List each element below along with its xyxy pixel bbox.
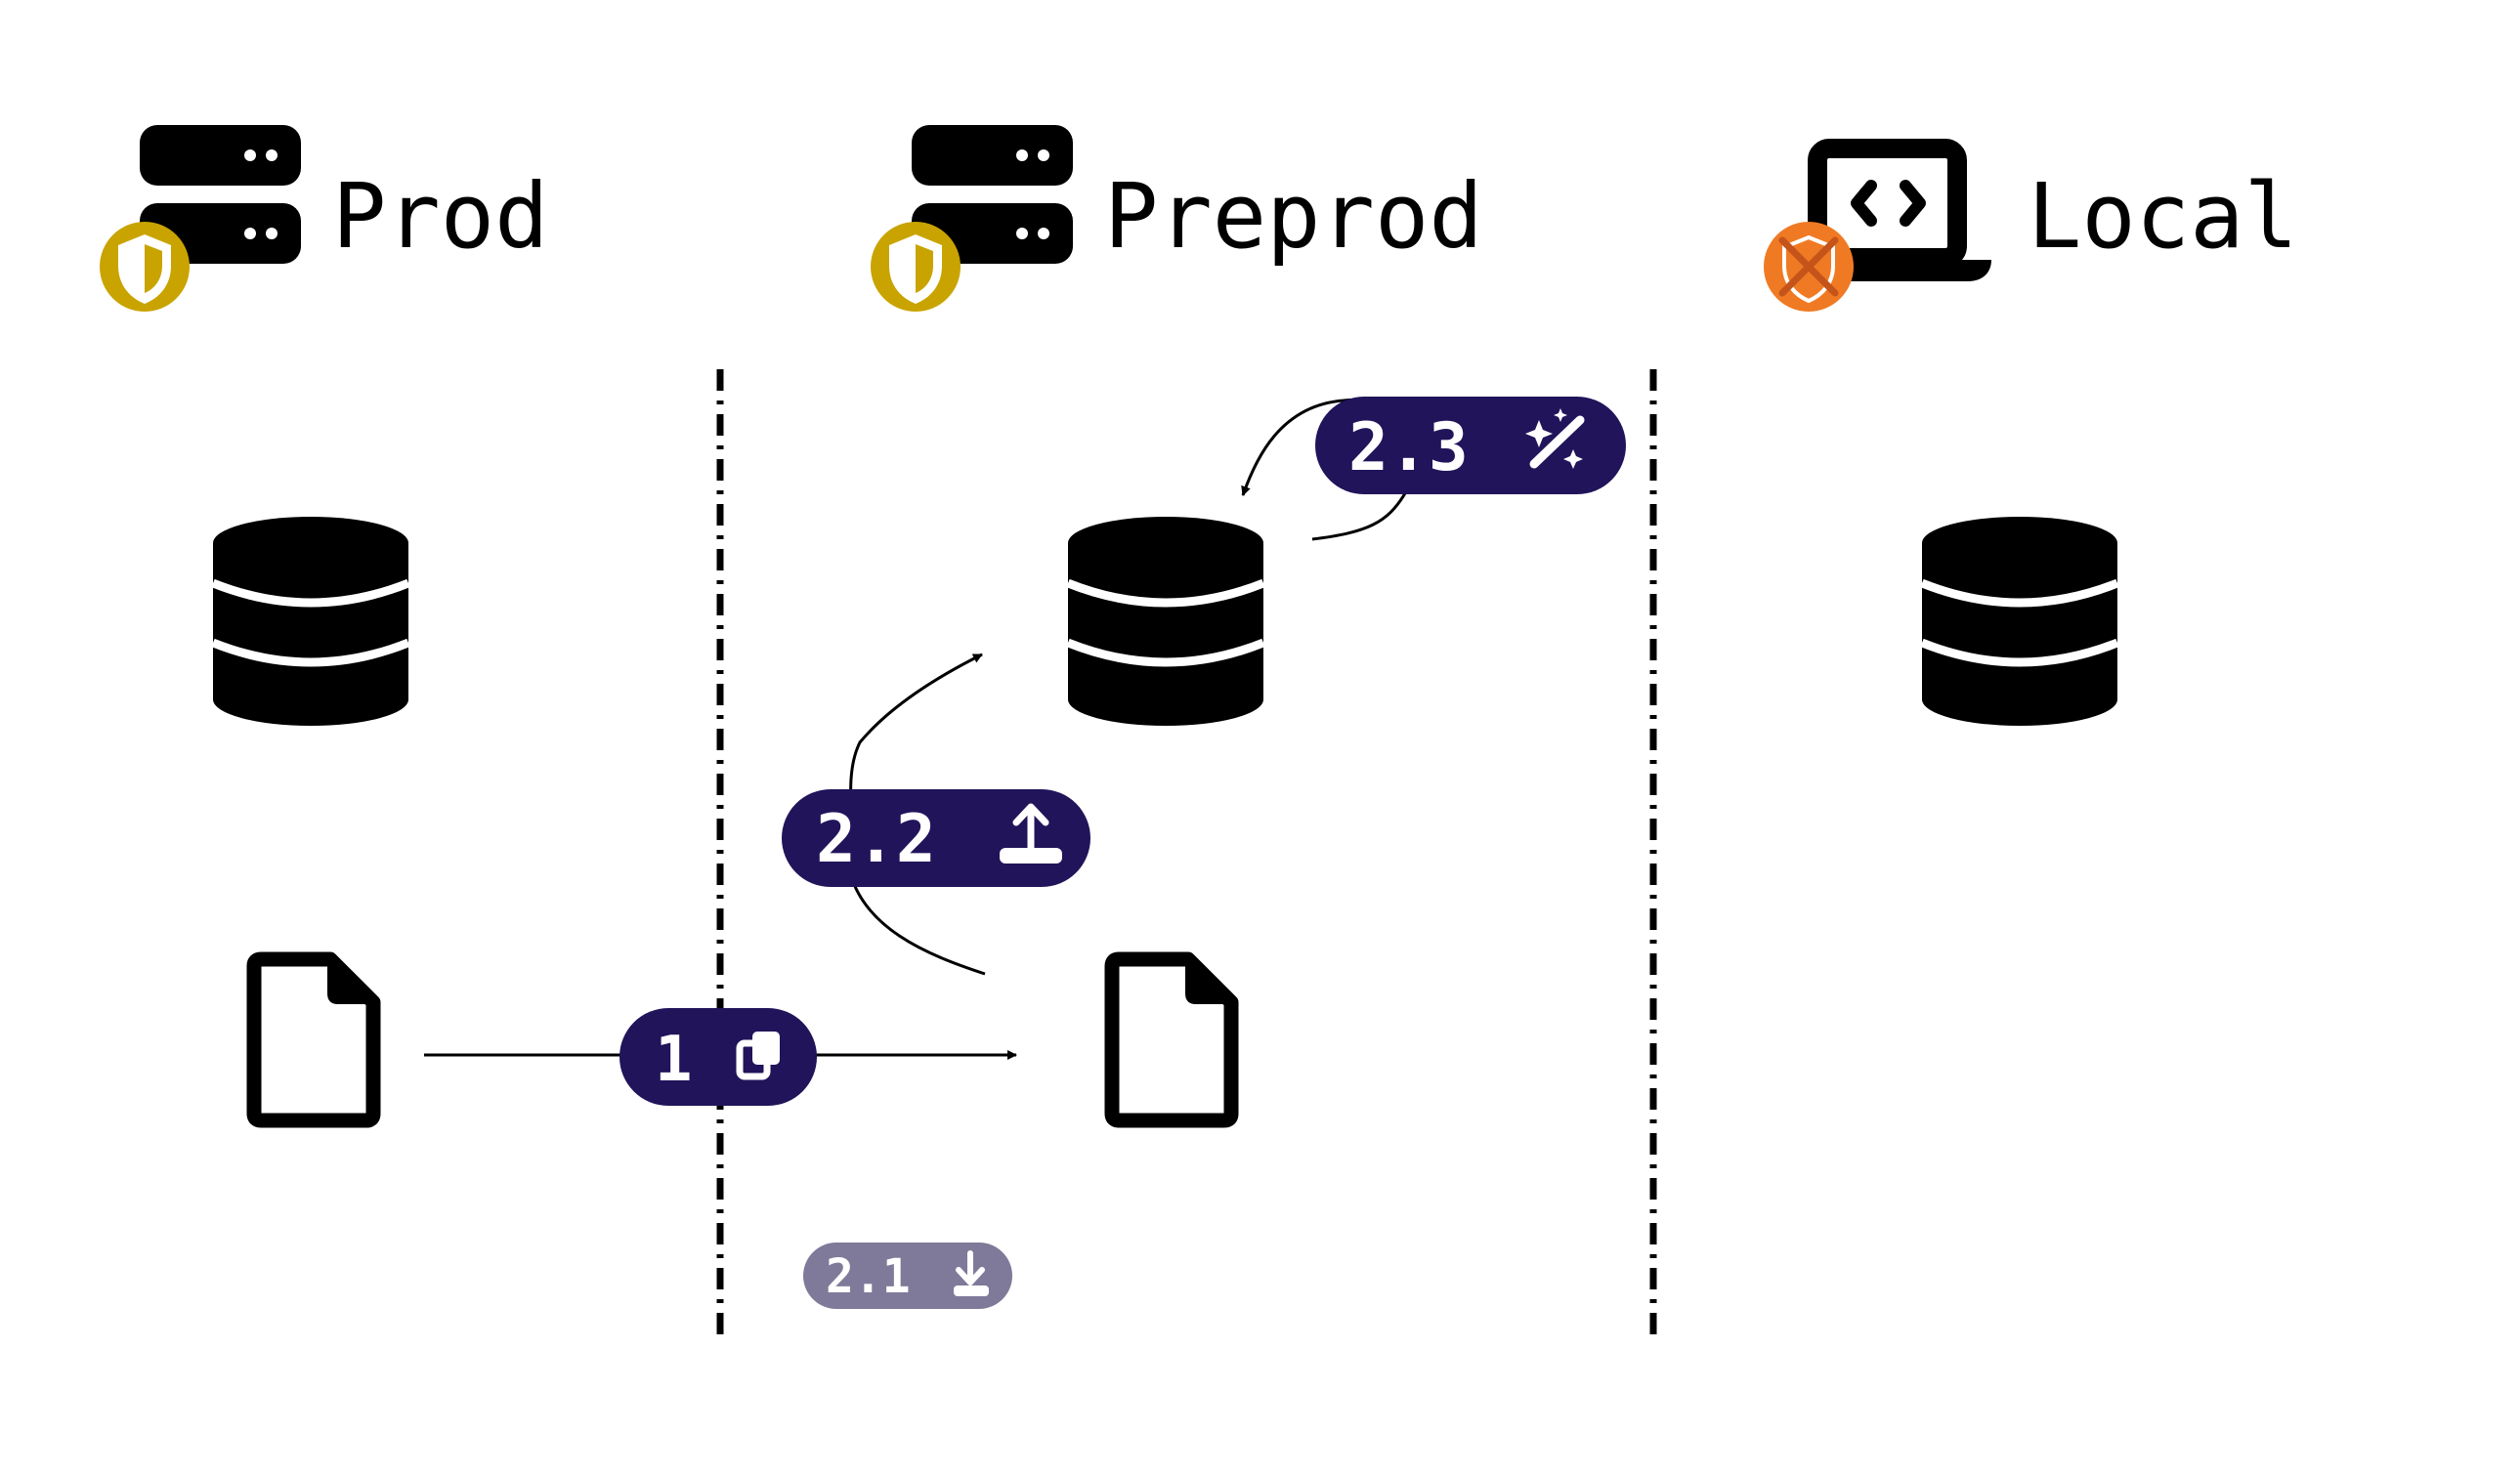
env-label-prod: Prod xyxy=(332,164,549,269)
env-header-preprod: Preprod xyxy=(871,125,1483,312)
server-icon xyxy=(140,125,301,264)
file-icon-prod xyxy=(246,951,381,1128)
step-badge-2-2: 2.2 xyxy=(782,789,1090,887)
upload-icon xyxy=(1000,803,1062,864)
magic-wand-icon xyxy=(1525,408,1585,469)
shield-icon xyxy=(100,222,190,312)
file-icon-preprod xyxy=(1104,951,1239,1128)
database-icon-local xyxy=(1920,517,2119,726)
step-badge-1: 1 xyxy=(619,1008,817,1106)
env-label-local: Local xyxy=(2028,164,2298,269)
step-label-2-1: 2.1 xyxy=(826,1249,911,1304)
step-label-1: 1 xyxy=(655,1024,693,1096)
step-badge-2-3: 2.3 xyxy=(1315,397,1626,494)
download-icon xyxy=(954,1250,989,1296)
copy-icon xyxy=(736,1032,780,1080)
database-icon-preprod xyxy=(1066,517,1265,726)
env-label-preprod: Preprod xyxy=(1104,164,1483,269)
step-label-2-3: 2.3 xyxy=(1348,409,1469,486)
blocked-shield-icon xyxy=(1764,222,1854,312)
env-header-local: Local xyxy=(1764,139,2298,312)
step-label-2-2: 2.2 xyxy=(816,801,936,878)
env-header-prod: Prod xyxy=(100,125,549,312)
step-badge-2-1: 2.1 xyxy=(803,1243,1012,1309)
database-icon-prod xyxy=(211,517,410,726)
shield-icon xyxy=(871,222,961,312)
